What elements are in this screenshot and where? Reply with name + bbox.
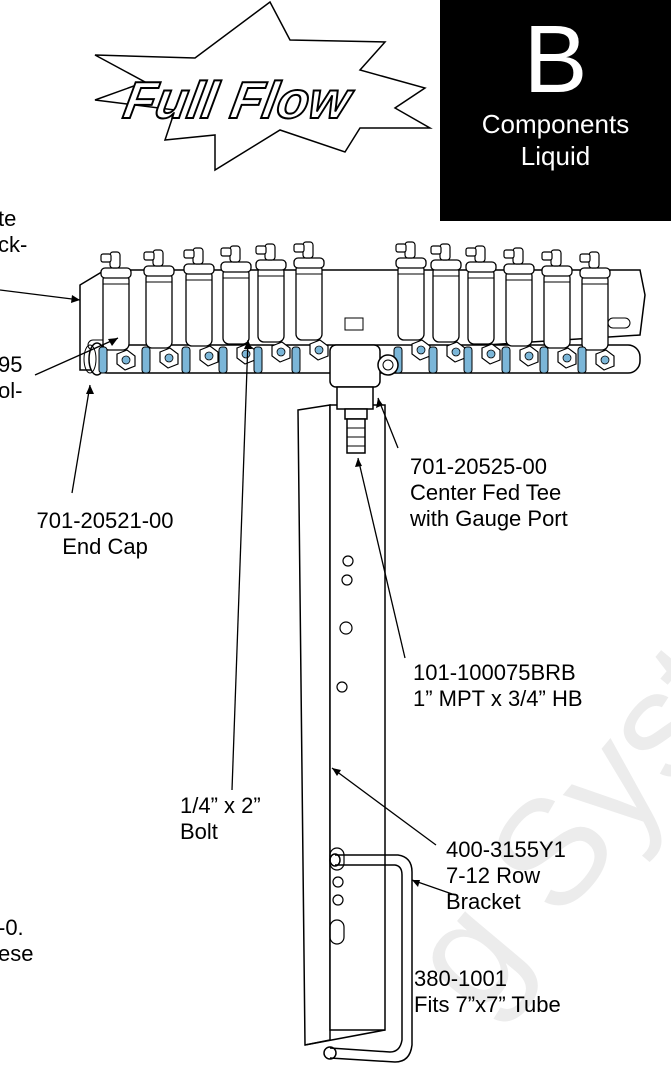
starburst	[94, 0, 433, 172]
label-hose-barb-part: 101-100075BRB	[413, 660, 576, 685]
center-tee	[329, 317, 399, 454]
label-u-bolt: 380-1001 Fits 7”x7” Tube	[414, 966, 561, 1018]
valve-sections	[98, 241, 615, 374]
starburst-text: Full Flow	[119, 72, 358, 130]
label-hose-barb: 101-100075BRB 1” MPT x 3/4” HB	[413, 660, 583, 712]
bracket-face	[329, 404, 386, 1031]
label-bracket-desc-1: 7-12 Row	[446, 863, 541, 888]
arrow-heads	[71, 295, 420, 887]
valve-section	[539, 249, 577, 374]
valve-section	[253, 243, 291, 374]
label-bracket-desc-2: Bracket	[446, 889, 521, 914]
label-bolt-line-1: 1/4” x 2”	[180, 793, 261, 818]
label-u-bolt-desc: Fits 7”x7” Tube	[414, 992, 561, 1017]
valve-section	[141, 249, 179, 374]
section-badge: B Components Liquid	[440, 0, 671, 221]
valve-section	[577, 251, 615, 374]
label-end-cap-part: 701-20521-00	[36, 508, 174, 533]
partial-label-bottom-1: -0.	[0, 915, 24, 940]
badge-line-2: Liquid	[520, 141, 591, 171]
partial-label-top: te ck-	[0, 206, 27, 258]
label-tee: 701-20525-00 Center Fed Tee with Gauge P…	[410, 454, 568, 532]
label-bolt: 1/4” x 2” Bolt	[180, 793, 261, 845]
valve-section	[181, 247, 219, 374]
partial-label-top-2: ck-	[0, 232, 28, 257]
partial-label-top-1: te	[0, 206, 17, 231]
label-tee-part: 701-20525-00	[410, 454, 548, 479]
valve-section	[428, 243, 466, 374]
label-bracket: 400-3155Y1 7-12 Row Bracket	[446, 837, 566, 915]
badge-line-1: Components	[481, 109, 630, 139]
label-tee-desc-1: Center Fed Tee	[410, 480, 562, 505]
label-bolt-line-2: Bolt	[180, 819, 218, 844]
label-hose-barb-desc: 1” MPT x 3/4” HB	[413, 686, 583, 711]
valve-section	[393, 241, 431, 374]
label-tee-desc-2: with Gauge Port	[410, 506, 568, 531]
valve-section	[98, 251, 136, 374]
valve-section	[501, 247, 539, 374]
label-end-cap: 701-20521-00 End Cap	[20, 508, 190, 560]
label-bracket-part: 400-3155Y1	[446, 837, 566, 862]
partial-label-bottom: -0. ese	[0, 915, 33, 967]
valve-section	[463, 245, 501, 374]
partial-label-mid-1: 95	[0, 352, 23, 377]
valve-section	[291, 241, 329, 374]
partial-label-bottom-2: ese	[0, 941, 34, 966]
valve-section	[218, 245, 256, 374]
end-cap-face	[83, 344, 97, 374]
partial-label-mid-2: ol-	[0, 378, 23, 403]
label-u-bolt-part: 380-1001	[414, 966, 507, 991]
badge-letter: B	[523, 6, 588, 113]
partial-label-mid: 95 ol-	[0, 352, 22, 404]
u-bolt	[323, 853, 413, 1063]
bracket-bar	[297, 404, 331, 1046]
label-end-cap-desc: End Cap	[62, 534, 148, 559]
